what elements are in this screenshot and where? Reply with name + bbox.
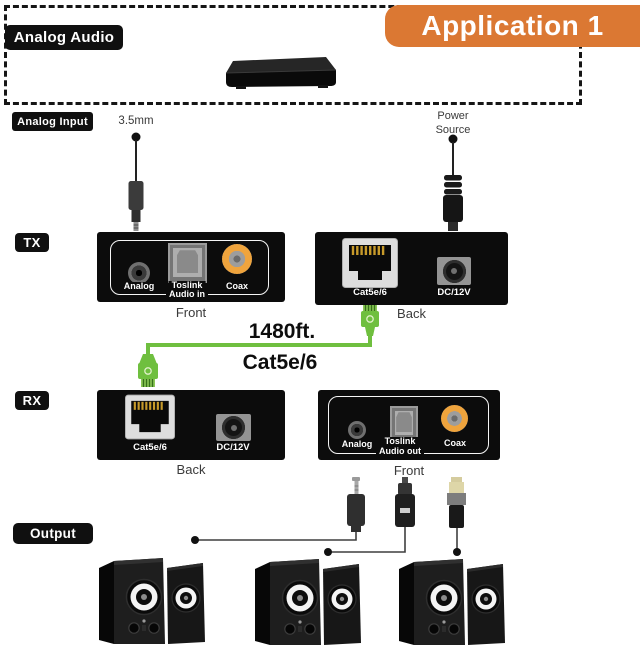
speaker-pair-graphic <box>398 558 506 646</box>
speaker-pair-graphic <box>98 557 206 645</box>
power-source-line1: Power <box>437 110 469 122</box>
rj45-port-label: Cat5e/6 <box>130 442 170 454</box>
dc-port-hole <box>222 416 245 439</box>
power-source-label: Power Source <box>425 109 481 138</box>
analog-audio-label: Analog Audio <box>13 29 115 46</box>
toslink-port-label-line2: Audio out <box>376 446 424 457</box>
analog-audio-badge: Analog Audio <box>5 25 123 50</box>
rx-badge: RX <box>15 391 49 410</box>
speaker-pair-graphic <box>254 558 362 646</box>
jack-size-label: 3.5mm <box>118 115 154 127</box>
rx-back-panel: Cat5e/6 DC/12V <box>97 390 285 460</box>
coax-port <box>222 244 252 274</box>
tx-front-caption: Front <box>175 305 207 320</box>
rx-back-caption: Back <box>176 462 206 477</box>
tx-back-caption: Back <box>397 306 426 321</box>
rx-front-caption: Front <box>393 463 425 478</box>
dc-port-hole <box>442 259 466 283</box>
analog-input-badge: Analog Input <box>12 112 93 131</box>
source-zone-border <box>4 5 582 105</box>
tx-badge: TX <box>15 233 49 252</box>
analog-input-label: Analog Input <box>17 115 88 128</box>
dc-port-label: DC/12V <box>434 287 474 299</box>
analog-port <box>128 262 150 284</box>
media-player-graphic <box>225 57 337 89</box>
rj45-port-label: Cat5e/6 <box>350 287 390 299</box>
toslink-port <box>168 243 207 283</box>
cable-type-label: Cat5e/6 <box>242 351 318 374</box>
power-source-line2: Source <box>435 124 471 137</box>
output-badge: Output <box>13 523 93 544</box>
output-label: Output <box>29 526 77 541</box>
coax-port-label: Coax <box>440 438 470 449</box>
analog-port-label: Analog <box>120 281 158 292</box>
toslink-port-label-line1: Toslink <box>168 280 206 291</box>
toslink-port-shape <box>396 412 412 433</box>
dc-port-label: DC/12V <box>213 442 253 454</box>
cable-distance-label: 1480ft. <box>248 320 316 343</box>
coax-port <box>441 405 468 432</box>
rj45-port <box>125 394 175 440</box>
toslink-port-label-line1: Toslink <box>381 436 419 447</box>
power-cable-graphic <box>443 134 463 231</box>
tx-back-panel: Cat5e/6 DC/12V <box>315 232 508 305</box>
dc-port-pin <box>230 424 237 431</box>
toslink-port <box>390 406 418 441</box>
rj45-port <box>342 238 398 288</box>
tx-label: TX <box>23 235 41 250</box>
jack-cable-graphic <box>128 132 144 231</box>
rx-label: RX <box>22 393 42 408</box>
dc-port <box>437 257 471 285</box>
analog-port <box>348 421 366 439</box>
toslink-port-shape <box>176 250 199 273</box>
application-badge-label: Application 1 <box>421 10 604 41</box>
ethernet-cable-graphic <box>138 305 379 387</box>
analog-port-label: Analog <box>338 439 376 450</box>
application-badge: Application 1 <box>385 5 640 47</box>
rx-front-panel: Analog Toslink Audio out Coax <box>318 390 500 460</box>
toslink-port-label-line2: Audio in <box>166 289 208 300</box>
tx-front-panel: Analog Toslink Audio in Coax <box>97 232 285 302</box>
dc-port <box>216 414 251 441</box>
dc-port-pin <box>451 268 457 274</box>
coax-port-label: Coax <box>222 281 252 292</box>
audio-output-cables-graphic <box>191 477 466 556</box>
